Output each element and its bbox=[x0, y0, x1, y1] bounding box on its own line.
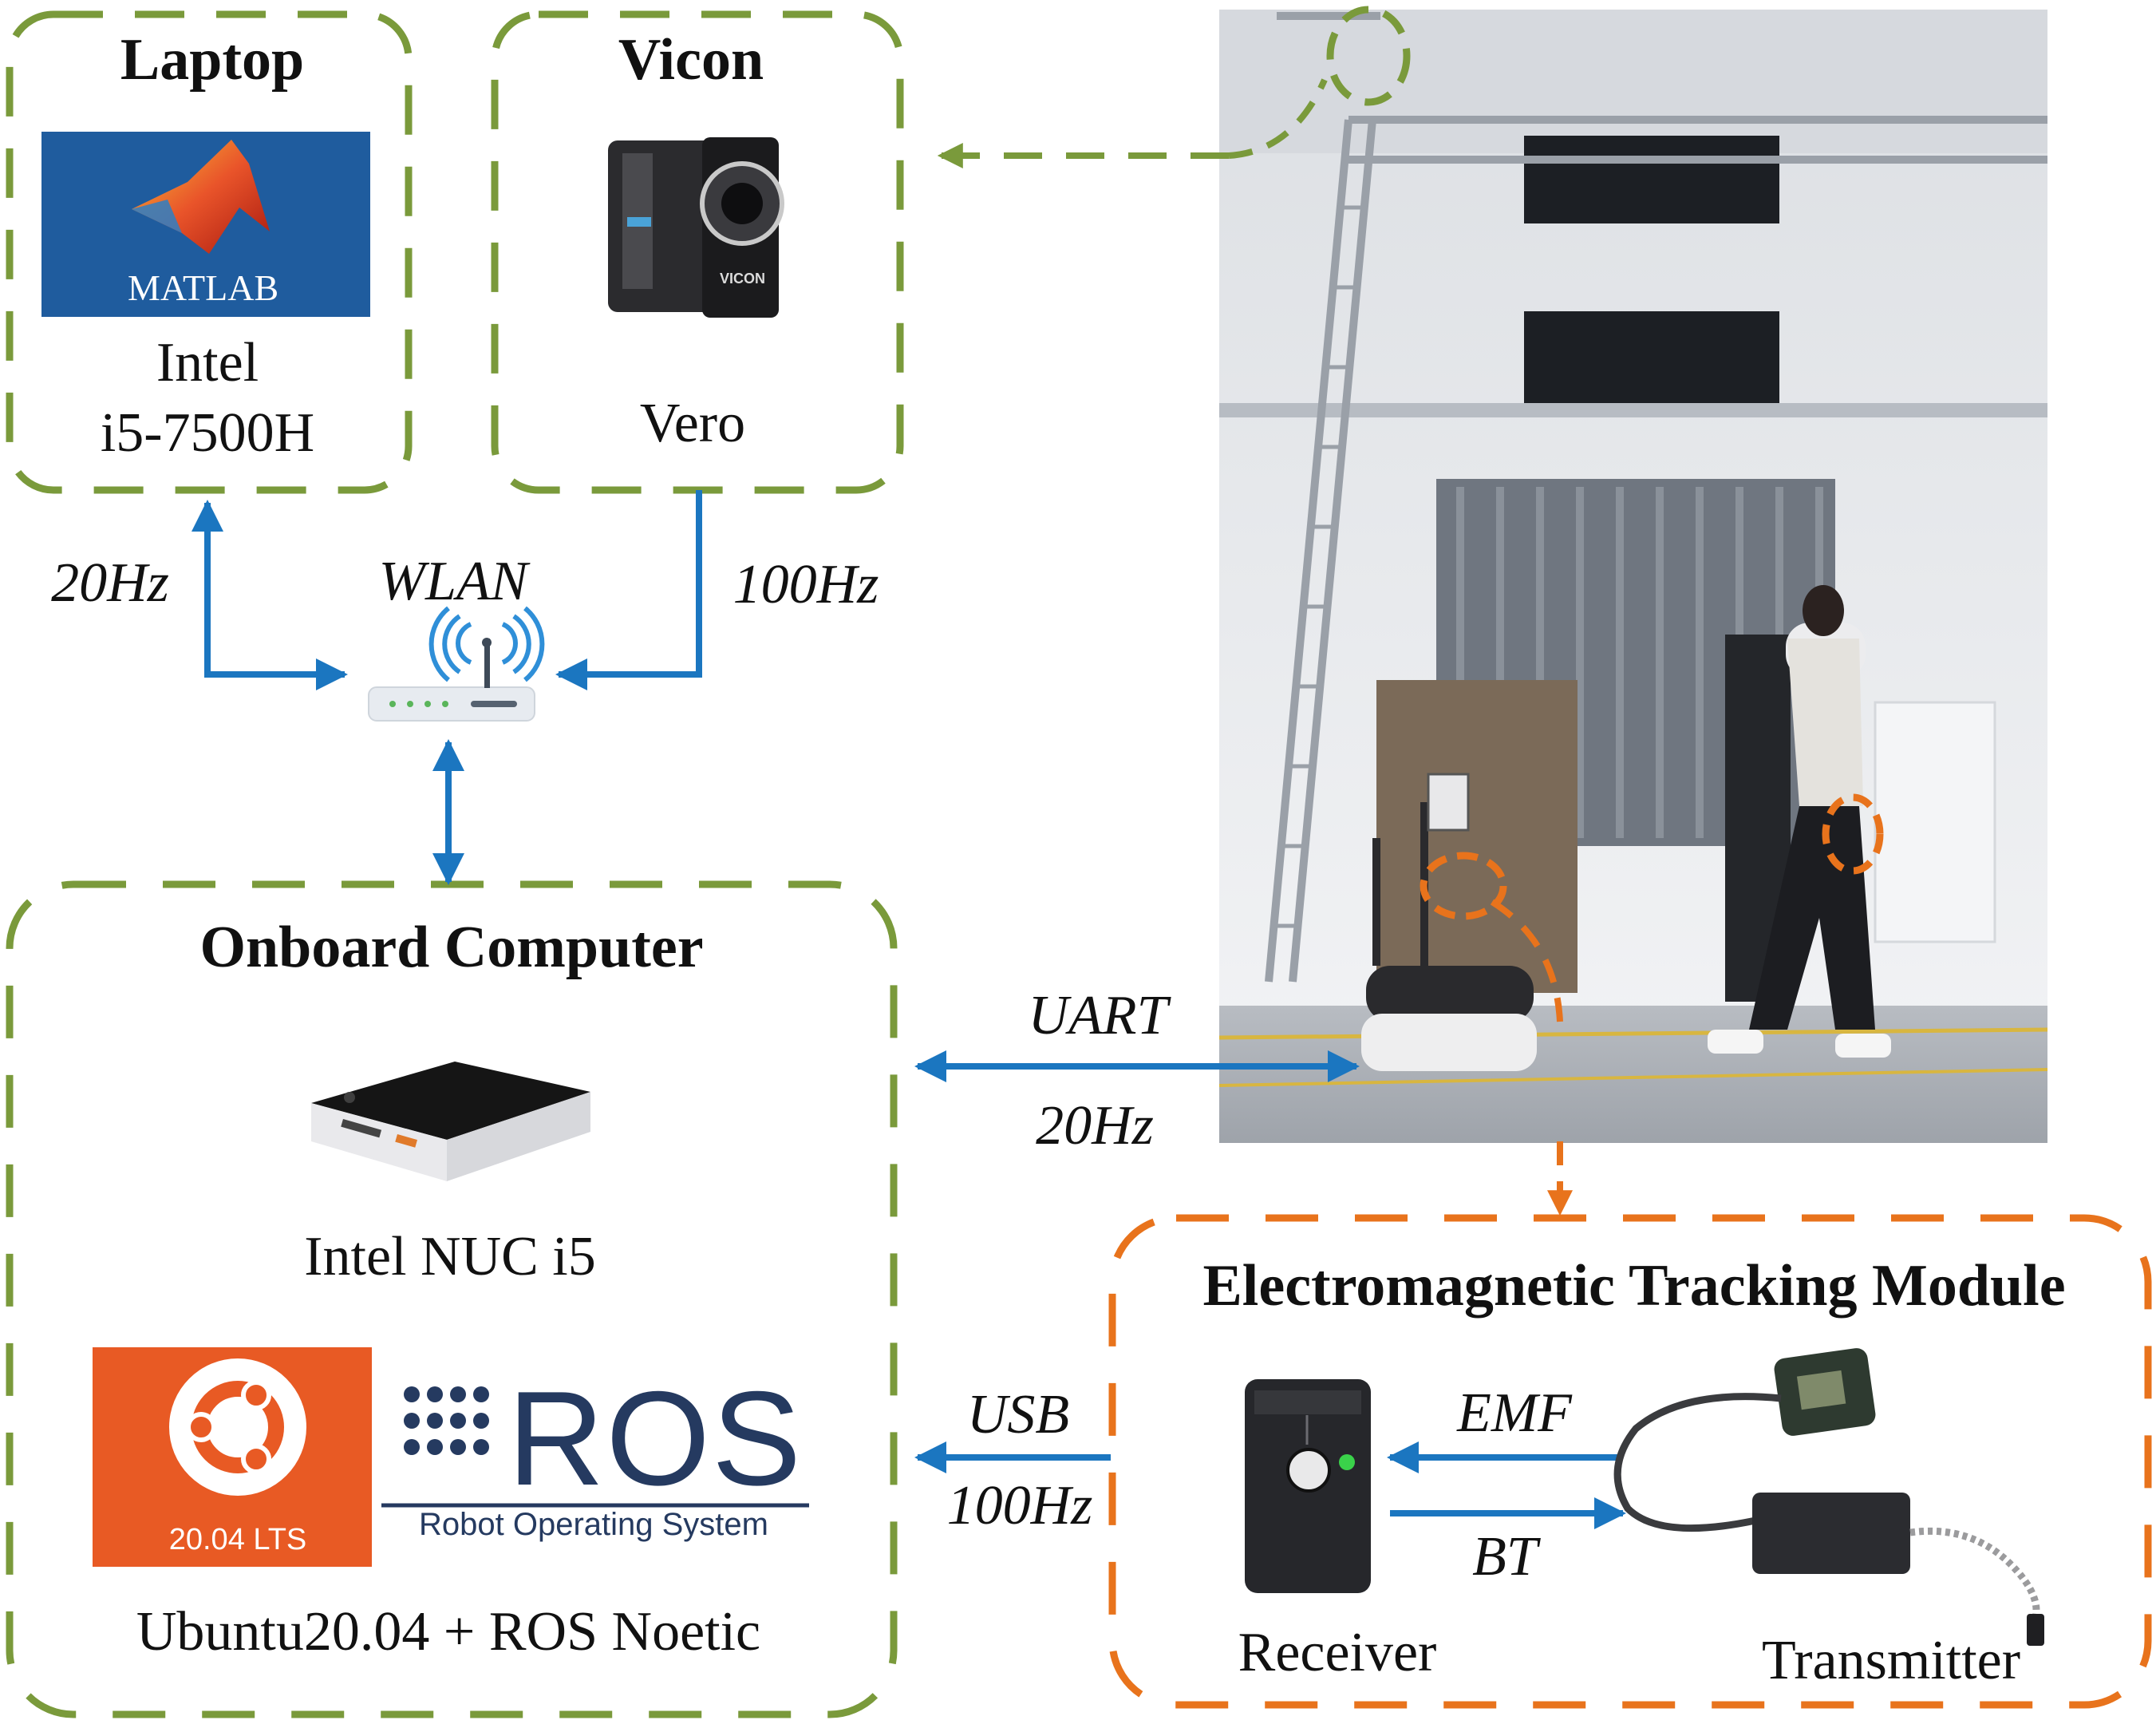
laptop-panel bbox=[6, 10, 413, 494]
laptop-rate-label: 20Hz bbox=[51, 552, 169, 614]
onboard-device-label: Intel NUC i5 bbox=[304, 1226, 596, 1287]
vicon-to-router-arrow bbox=[555, 490, 702, 690]
lab-photo bbox=[1218, 10, 2048, 1143]
ubuntu-badge: 20.04 LTS bbox=[168, 1523, 307, 1556]
uart-rate-label: 20Hz bbox=[1036, 1095, 1154, 1157]
receiver-link-curve bbox=[1490, 899, 1563, 1022]
vicon-camera-highlight bbox=[1326, 6, 1411, 106]
em-module-title: Electromagnetic Tracking Module bbox=[1202, 1253, 2066, 1319]
intel-nuc-image bbox=[311, 1062, 590, 1181]
transmitter-device-image bbox=[1613, 1348, 2044, 1646]
uart-label: UART bbox=[1028, 985, 1168, 1046]
matlab-logo-text: MATLAB bbox=[128, 267, 279, 308]
transmitter-label: Transmitter bbox=[1761, 1630, 2021, 1691]
emf-label: EMF bbox=[1457, 1382, 1572, 1444]
router-to-laptop-arrow bbox=[192, 500, 343, 678]
ros-subtitle: Robot Operating System bbox=[419, 1507, 768, 1542]
usb-label: USB bbox=[966, 1384, 1070, 1445]
onboard-panel bbox=[6, 880, 898, 1718]
onboard-title: Onboard Computer bbox=[199, 915, 704, 980]
laptop-cpu-line1: Intel bbox=[156, 332, 259, 393]
usb-rate-label: 100Hz bbox=[946, 1475, 1093, 1536]
ros-logo-text: ROS bbox=[507, 1363, 804, 1513]
onboard-os-label: Ubuntu20.04 + ROS Noetic bbox=[136, 1601, 761, 1663]
vicon-title: Vicon bbox=[618, 27, 764, 93]
laptop-cpu-line2: i5-7500H bbox=[100, 402, 315, 464]
receiver-device-image bbox=[1245, 1379, 1371, 1593]
transmitter-highlight bbox=[1822, 793, 1884, 875]
matlab-logo bbox=[41, 132, 370, 317]
ros-dot-grid-icon bbox=[404, 1386, 489, 1455]
receiver-label: Receiver bbox=[1238, 1622, 1437, 1683]
bt-label: BT bbox=[1472, 1526, 1538, 1588]
laptop-title: Laptop bbox=[120, 27, 305, 93]
vicon-rate-label: 100Hz bbox=[732, 554, 879, 615]
vicon-link-curve bbox=[1228, 78, 1328, 159]
vicon-model: Vero bbox=[639, 393, 746, 454]
receiver-highlight bbox=[1420, 852, 1507, 920]
vicon-camera-image bbox=[608, 137, 784, 318]
ubuntu-logo bbox=[93, 1347, 372, 1567]
vicon-camera-brand: VICON bbox=[720, 271, 766, 287]
em-module-panel bbox=[1108, 1214, 2152, 1709]
wlan-label: WLAN bbox=[378, 551, 528, 612]
router-icon bbox=[368, 606, 545, 722]
